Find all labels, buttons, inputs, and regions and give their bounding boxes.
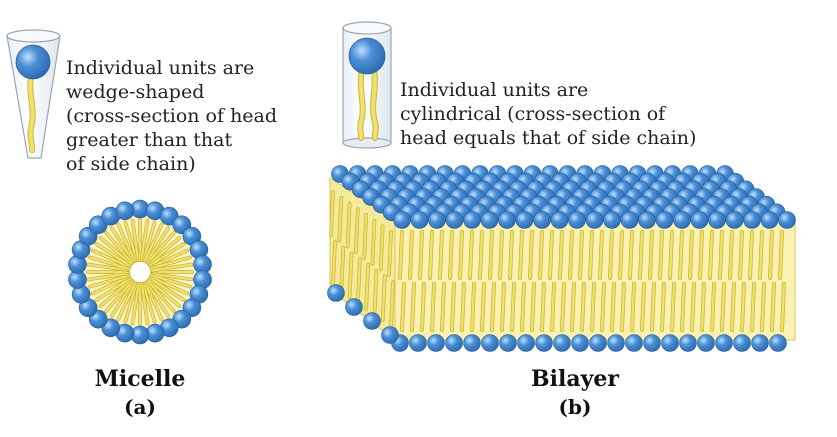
head-bead	[446, 335, 463, 352]
head-bead	[554, 335, 571, 352]
head-bead	[364, 313, 381, 330]
head-bead	[428, 335, 445, 352]
head-bead	[586, 212, 603, 229]
head-bead	[551, 212, 568, 229]
cylinder-unit-icon	[343, 22, 391, 148]
wedge-unit-icon	[7, 30, 60, 158]
head-bead	[569, 212, 586, 229]
head-bead	[590, 335, 607, 352]
head-bead	[770, 335, 787, 352]
head-bead	[382, 327, 399, 344]
head-bead	[499, 212, 516, 229]
head-bead	[726, 212, 743, 229]
head-bead	[752, 335, 769, 352]
bilayer-panel-label: (b)	[490, 395, 660, 419]
head-bead	[410, 335, 427, 352]
head-bead	[536, 335, 553, 352]
bilayer-illustration	[328, 166, 796, 352]
head-bead	[534, 212, 551, 229]
head-bead	[411, 212, 428, 229]
head-bead	[734, 335, 751, 352]
head-bead	[516, 212, 533, 229]
bilayer-top-heads	[332, 166, 796, 229]
head-bead	[779, 212, 796, 229]
head-bead	[608, 335, 625, 352]
head-bead	[626, 335, 643, 352]
head-bead	[572, 335, 589, 352]
head-bead	[464, 212, 481, 229]
head-bead	[680, 335, 697, 352]
head-bead	[644, 335, 661, 352]
head-bead	[429, 212, 446, 229]
head-bead	[446, 212, 463, 229]
head-bead	[662, 335, 679, 352]
head-bead	[674, 212, 691, 229]
head-bead	[328, 285, 345, 302]
bilayer-title: Bilayer	[490, 366, 660, 392]
head-bead	[518, 335, 535, 352]
head-bead	[500, 335, 517, 352]
head-bead	[481, 212, 498, 229]
head-bead	[691, 212, 708, 229]
head-bead	[116, 202, 134, 220]
micelle-illustration	[68, 200, 211, 344]
head-bead	[482, 335, 499, 352]
head-bead	[716, 335, 733, 352]
cylinder-description: Individual units are cylindrical (cross-…	[400, 78, 696, 150]
head-bead	[621, 212, 638, 229]
head-bead	[709, 212, 726, 229]
head-bead	[656, 212, 673, 229]
head-bead	[394, 212, 411, 229]
head-bead	[698, 335, 715, 352]
wedge-description: Individual units are wedge-shaped (cross…	[66, 56, 277, 176]
head-bead	[464, 335, 481, 352]
head-bead	[346, 299, 363, 316]
head-bead	[744, 212, 761, 229]
micelle-panel-label: (a)	[60, 395, 220, 419]
head-bead	[604, 212, 621, 229]
micelle-title: Micelle	[60, 366, 220, 392]
head-bead	[761, 212, 778, 229]
head-bead	[639, 212, 656, 229]
